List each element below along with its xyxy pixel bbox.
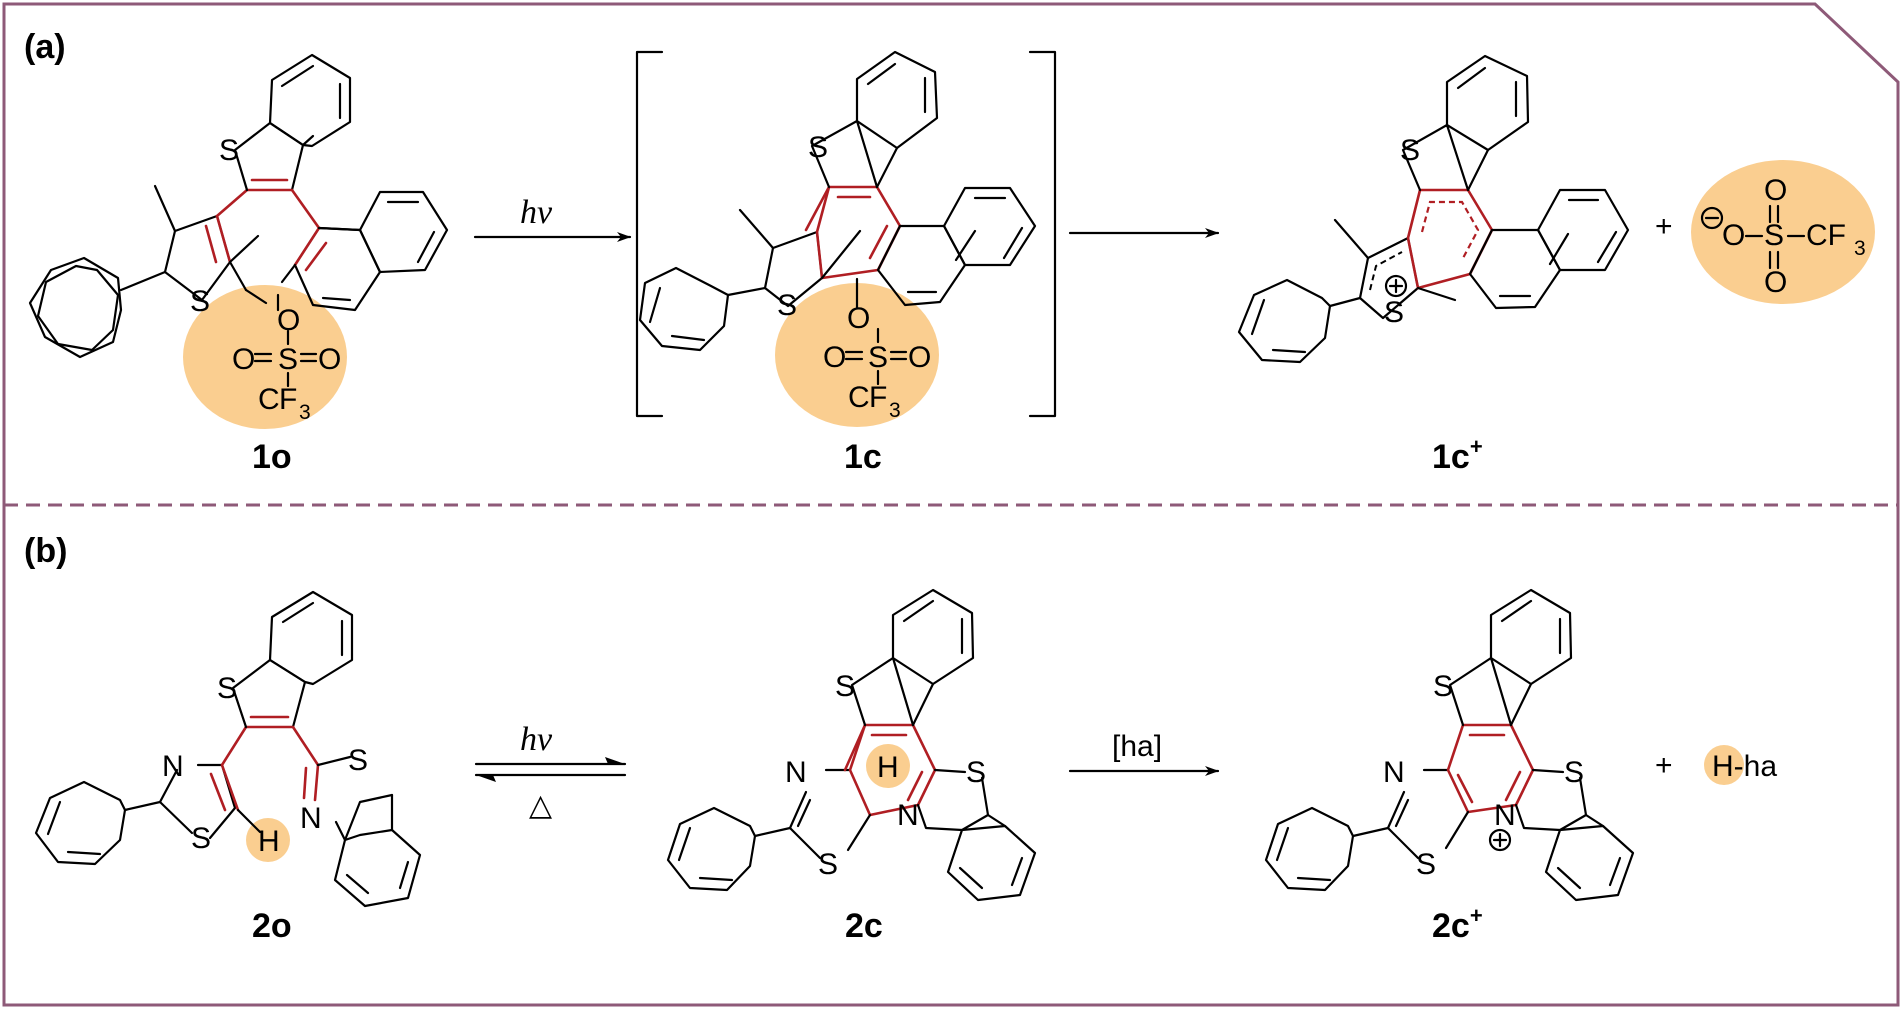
subscript-3: 3 bbox=[1854, 237, 1866, 260]
compound-label-1c-cation: 1c+ bbox=[1432, 434, 1483, 476]
atom-c: C bbox=[848, 381, 870, 414]
atom-s: S bbox=[966, 756, 986, 789]
atom-h: H bbox=[877, 751, 899, 784]
positive-charge-icon bbox=[1488, 828, 1512, 852]
hydrogen-highlight-2c bbox=[866, 744, 910, 788]
molecule-2o: S N S H S N bbox=[34, 590, 422, 908]
atom-o: O bbox=[1764, 174, 1787, 207]
plus-sign-a: + bbox=[1655, 210, 1673, 243]
atom-s: S bbox=[1416, 848, 1436, 881]
compound-label-2o: 2o bbox=[252, 907, 292, 945]
atom-s: S bbox=[190, 285, 210, 318]
atom-s: S bbox=[1564, 756, 1584, 789]
positive-charge-icon bbox=[1384, 274, 1408, 298]
triflate-highlight-1c bbox=[775, 283, 939, 427]
atom-o: O bbox=[908, 341, 931, 374]
molecule-2c-cation: S N S S N bbox=[1264, 588, 1635, 902]
atom-s: S bbox=[777, 289, 797, 322]
atom-o: O bbox=[1722, 219, 1745, 252]
atom-s: S bbox=[1764, 219, 1784, 252]
subscript-3: 3 bbox=[299, 401, 311, 424]
triflate-anion: O S CF 3 O O bbox=[1691, 160, 1875, 304]
arrow-label-ha-b: [ha] bbox=[1112, 730, 1162, 763]
molecule-1c-cation: S S bbox=[1237, 54, 1630, 364]
atom-s: S bbox=[808, 131, 828, 164]
triflate-highlight-1o bbox=[183, 285, 347, 429]
bracket-left bbox=[635, 50, 664, 418]
atom-s: S bbox=[217, 672, 237, 705]
arrow-label-hv-a: hν bbox=[520, 194, 553, 231]
atom-s: S bbox=[1384, 296, 1404, 329]
atom-s: S bbox=[191, 822, 211, 855]
atom-o: O bbox=[277, 304, 300, 337]
atom-n: N bbox=[897, 799, 919, 832]
atom-n: N bbox=[785, 756, 807, 789]
compound-label-1o: 1o bbox=[252, 438, 292, 476]
molecule-2c: S N S H S N bbox=[666, 588, 1037, 902]
atom-s: S bbox=[278, 343, 298, 376]
atom-s: S bbox=[1400, 134, 1420, 167]
atom-o: O bbox=[318, 343, 341, 376]
byproduct-h-ha: H-ha bbox=[1712, 750, 1777, 783]
hydrogen-highlight-byproduct bbox=[1704, 745, 1744, 785]
plus-sign-b: + bbox=[1655, 749, 1673, 782]
molecule-1o: S S O O S O C F 3 bbox=[28, 53, 449, 429]
atom-s: S bbox=[868, 341, 888, 374]
subscript-3: 3 bbox=[889, 399, 901, 422]
atom-s: S bbox=[219, 134, 239, 167]
compound-label-2c: 2c bbox=[845, 907, 883, 945]
panel-label-b: (b) bbox=[24, 532, 67, 570]
atom-n: N bbox=[300, 802, 322, 835]
atom-o: O bbox=[847, 302, 870, 335]
atom-n: N bbox=[1383, 756, 1405, 789]
atom-o: O bbox=[1764, 266, 1787, 299]
compound-label-1c: 1c bbox=[844, 438, 882, 476]
equilibrium-arrow-b bbox=[474, 757, 627, 782]
atom-c: C bbox=[258, 383, 280, 416]
atom-s: S bbox=[835, 670, 855, 703]
molecule-1c: S S O O S O C F 3 bbox=[638, 50, 1037, 427]
atom-s: S bbox=[818, 848, 838, 881]
atom-o: O bbox=[232, 343, 255, 376]
atom-n: N bbox=[1494, 799, 1516, 832]
atom-n: N bbox=[162, 750, 184, 783]
atom-f: F bbox=[279, 383, 297, 416]
bracket-right bbox=[1028, 50, 1057, 418]
panel-label-a: (a) bbox=[24, 28, 66, 66]
atom-f: F bbox=[869, 381, 887, 414]
atom-h: H bbox=[258, 825, 280, 858]
atom-s: S bbox=[348, 744, 368, 777]
atom-cf3: CF bbox=[1806, 219, 1846, 252]
arrow-label-heat-b: △ bbox=[529, 789, 552, 822]
arrow-label-hv-b: hν bbox=[520, 721, 553, 758]
atom-o: O bbox=[823, 341, 846, 374]
triflate-anion-highlight bbox=[1691, 160, 1875, 304]
compound-label-2c-cation: 2c+ bbox=[1432, 903, 1483, 945]
atom-s: S bbox=[1433, 670, 1453, 703]
